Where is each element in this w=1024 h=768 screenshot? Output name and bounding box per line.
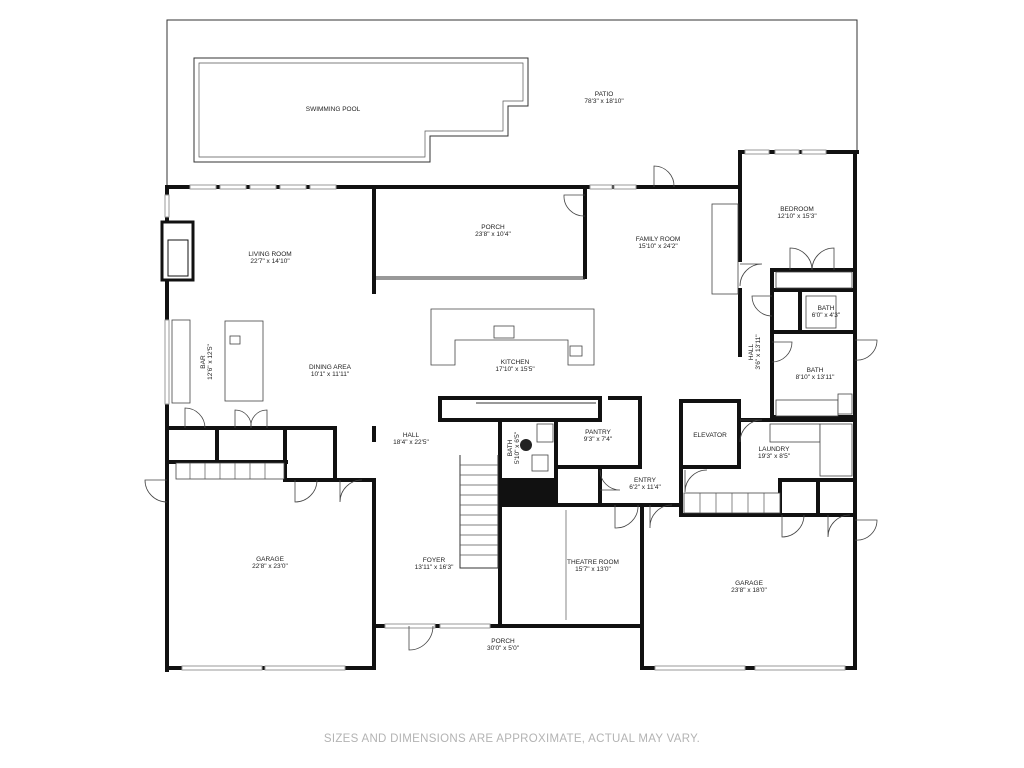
room-labels: SWIMMING POOL PATIO 78'3" x 18'10" LIVIN… (200, 91, 841, 652)
swimming-pool (193, 57, 529, 163)
label-bedroom: BEDROOM (780, 206, 814, 213)
disclaimer-text: SIZES AND DIMENSIONS ARE APPROXIMATE, AC… (323, 733, 701, 745)
windows (164, 149, 846, 671)
label-garage-left: GARAGE (256, 556, 284, 563)
dims-bath-small: 6'0" x 4'3" (812, 312, 841, 319)
dims-garage-left: 22'8" x 23'0" (252, 563, 288, 570)
label-patio: PATIO (595, 91, 614, 98)
label-dining-area: DINING AREA (309, 364, 352, 371)
dims-laundry: 19'3" x 8'5" (758, 453, 791, 460)
dims-hall-right: 3'6" x 13'11" (755, 334, 762, 370)
dims-porch-top: 23'8" x 10'4" (475, 231, 511, 238)
label-foyer: FOYER (423, 557, 446, 564)
label-family-room: FAMILY ROOM (636, 236, 681, 243)
label-bath-center: BATH (507, 439, 514, 456)
label-entry: ENTRY (634, 477, 657, 484)
patio-outline (166, 19, 858, 187)
garage-storage (175, 462, 285, 480)
dims-hall-center: 18'4" x 22'5" (393, 439, 429, 446)
dims-bath-right: 8'10" x 13'11" (796, 374, 835, 381)
dims-foyer: 13'11" x 16'3" (415, 564, 454, 571)
dims-porch-bottom: 30'0" x 5'0" (487, 645, 520, 652)
stairs (459, 455, 556, 569)
dims-dining-area: 10'1" x 11'11" (311, 371, 350, 378)
label-bath-small: BATH (818, 305, 835, 312)
garage-storage-right (683, 492, 781, 514)
dims-entry: 6'2" x 11'4" (629, 484, 661, 491)
label-living-room: LIVING ROOM (248, 251, 291, 258)
dims-living-room: 22'7" x 14'10" (250, 258, 290, 265)
dims-bath-center: 5'10" x 6'5" (514, 431, 521, 464)
dims-theatre-room: 15'7" x 13'0" (575, 566, 611, 573)
dims-bar: 12'6" x 12'5" (207, 343, 214, 379)
doors (144, 165, 878, 651)
dims-kitchen: 17'10" x 15'5" (495, 366, 535, 373)
label-bath-right: BATH (807, 367, 824, 374)
label-hall-right: HALL (748, 343, 755, 360)
label-garage-right: GARAGE (735, 580, 763, 587)
label-kitchen: KITCHEN (501, 359, 530, 366)
label-bar: BAR (200, 355, 207, 369)
label-porch-bottom: PORCH (491, 638, 515, 645)
label-theatre-room: THEATRE ROOM (567, 559, 619, 566)
label-porch-top: PORCH (481, 224, 505, 231)
fixtures (171, 203, 853, 569)
label-pantry: PANTRY (585, 429, 611, 436)
label-elevator: ELEVATOR (693, 432, 727, 439)
dims-garage-right: 23'8" x 18'0" (731, 587, 767, 594)
label-hall-center: HALL (403, 432, 420, 439)
dims-family-room: 15'10" x 24'2" (638, 243, 678, 250)
dims-pantry: 9'3" x 7'4" (584, 436, 613, 443)
label-laundry: LAUNDRY (759, 446, 791, 453)
label-swimming-pool: SWIMMING POOL (306, 106, 361, 113)
dims-patio: 78'3" x 18'10" (584, 98, 624, 105)
dims-bedroom: 12'10" x 15'3" (777, 213, 817, 220)
